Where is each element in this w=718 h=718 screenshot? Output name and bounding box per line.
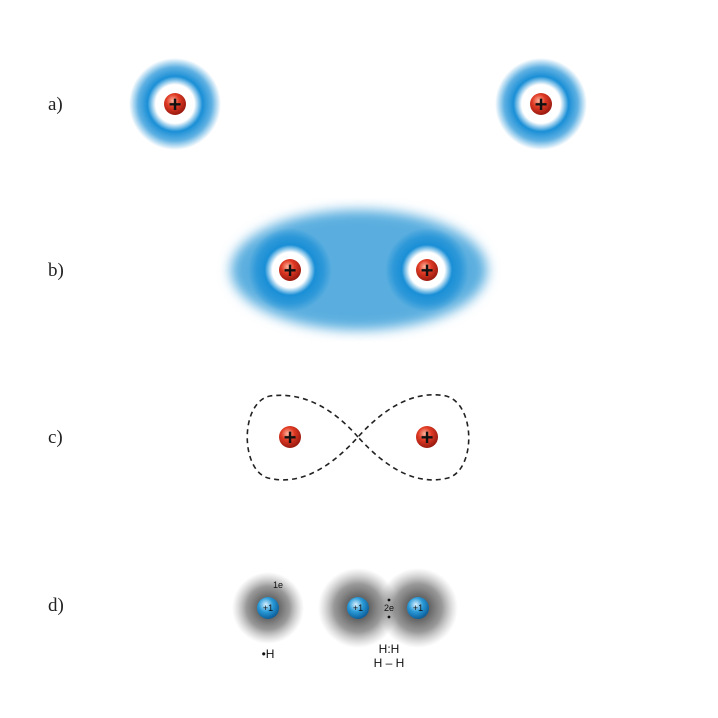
plus-sign: + xyxy=(535,92,548,117)
panel-label-d: d) xyxy=(48,595,64,616)
panel-label-b: b) xyxy=(48,260,64,281)
nucleus xyxy=(279,426,301,448)
nucleus xyxy=(530,93,552,115)
charge-label: +1 xyxy=(413,603,423,613)
charge-label: +1 xyxy=(263,603,273,613)
nucleus xyxy=(407,597,429,619)
electron-label: 2e xyxy=(384,603,394,613)
lewis-structure: H:H xyxy=(379,642,400,656)
charge-label: +1 xyxy=(353,603,363,613)
plus-sign: + xyxy=(421,258,434,283)
nucleus xyxy=(279,259,301,281)
hydrogen-atom: +1 1e •H xyxy=(232,572,304,661)
orbital-outline xyxy=(246,394,470,481)
atom-a-left: + xyxy=(129,58,221,150)
atom-a-right: + xyxy=(495,58,587,150)
electron-dot xyxy=(387,598,391,602)
bond-structure: H – H xyxy=(374,656,405,670)
electron-label: 1e xyxy=(273,580,283,590)
hydrogen-molecule: +1 +1 2e H:H H – H xyxy=(318,568,458,670)
panel-label-a: a) xyxy=(48,94,63,115)
plus-sign: + xyxy=(284,258,297,283)
nucleus xyxy=(416,259,438,281)
plus-sign: + xyxy=(284,425,297,450)
plus-sign: + xyxy=(169,92,182,117)
electron-dot xyxy=(387,615,391,619)
nucleus xyxy=(164,93,186,115)
atom-c-left: + xyxy=(279,425,301,450)
nucleus xyxy=(257,597,279,619)
atom-b-right: + xyxy=(385,228,469,312)
atom-c-right: + xyxy=(416,425,438,450)
lewis-structure: •H xyxy=(262,647,275,661)
panel-label-c: c) xyxy=(48,427,63,448)
atom-b-left: + xyxy=(248,228,332,312)
plus-sign: + xyxy=(421,425,434,450)
nucleus xyxy=(347,597,369,619)
nucleus xyxy=(416,426,438,448)
